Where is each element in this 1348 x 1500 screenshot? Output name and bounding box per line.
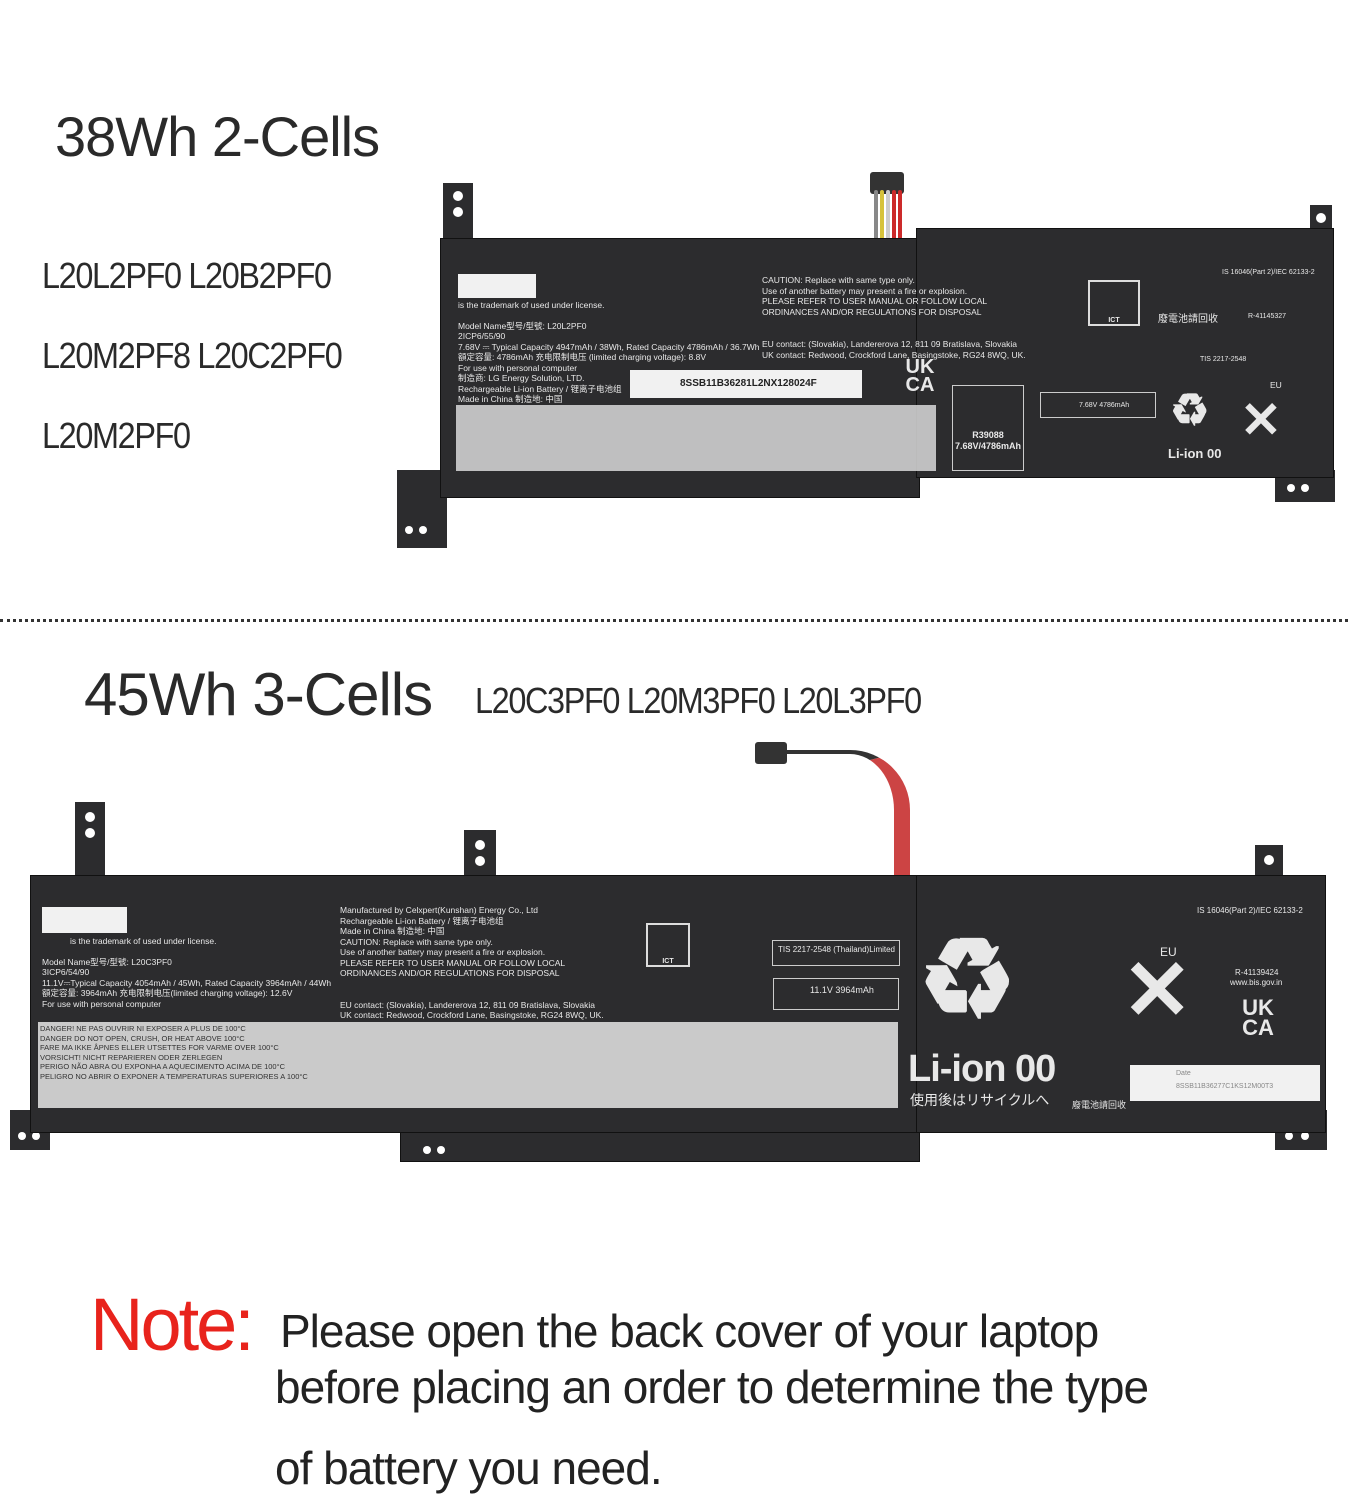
bottom-model-line: L20C3PF0 L20M3PF0 L20L3PF0	[475, 680, 922, 721]
logo-sticker	[458, 274, 536, 298]
eu-mark: EU	[1160, 945, 1177, 959]
ukca-mark: UK CA	[1242, 995, 1274, 1040]
ict-mark: ICT	[646, 923, 690, 967]
label-text: Model Name型号/型號: L20C3PF0	[42, 956, 172, 967]
recycle-cn: 廢電池請回收	[1072, 1100, 1127, 1110]
label-text: CAUTION: Replace with same type only.	[340, 936, 493, 947]
tis-mark: TIS 2217-2548 (Thailand)Limited	[772, 940, 900, 966]
label-text: Rechargeable Li-ion Battery / 锂离子电池组	[340, 915, 504, 926]
label-text: Manufactured by Celxpert(Kunshan) Energy…	[340, 905, 538, 915]
bis-number: R-41145327	[1248, 313, 1287, 320]
label-text: 7.68V ⎓ Typical Capacity 4947mAh / 38Wh,…	[458, 341, 760, 352]
connector	[870, 172, 904, 194]
bottom-title: 45Wh 3-Cells	[84, 661, 433, 728]
label-text: Rechargeable Li-ion Battery / 锂离子电池组	[458, 383, 622, 394]
caution-text: ORDINANCES AND/OR REGULATIONS FOR DISPOS…	[762, 306, 982, 317]
caution-text: UK contact: Redwood, Crockford Lane, Bas…	[762, 349, 1026, 360]
pse-mark: 11.1V 3964mAh	[773, 978, 899, 1010]
label-text: is the trademark of used under license.	[70, 936, 217, 946]
top-title: 38Wh 2-Cells	[55, 105, 380, 168]
top-model-line: L20M2PF8 L20C2PF0	[42, 335, 343, 376]
eu-mark: EU	[1270, 380, 1282, 390]
liion-mark: Li-ion 00	[1168, 446, 1222, 461]
serial-sticker: 8SSB11B36281L2NX128024F	[630, 370, 862, 398]
label-text: 11.1V⎓Typical Capacity 4054mAh / 45Wh, R…	[42, 977, 332, 988]
warning-text: DANGER! NE PAS OUVRIR NI EXPOSER A PLUS …	[40, 1024, 246, 1033]
tis-mark: TIS 2217-2548	[1200, 356, 1247, 363]
bis-number: R-41139424	[1235, 968, 1279, 977]
caution-text: CAUTION: Replace with same type only.	[762, 275, 915, 285]
battery-2cell-image: is the trademark of used under license. …	[0, 0, 1348, 600]
note-line: Please open the back cover of your lapto…	[280, 1305, 1099, 1357]
warning-panel	[38, 1022, 898, 1108]
crossed-bin-icon: ✕	[1240, 392, 1282, 448]
label-text: For use with personal computer	[458, 362, 578, 373]
warning-text: PELIGRO NO ABRIR O EXPONER A TEMPERATURA…	[40, 1071, 308, 1081]
label-text: 2ICP6/55/90	[458, 331, 506, 341]
caution-text: Use of another battery may present a fir…	[762, 285, 968, 296]
label-text: 額定容量: 3964mAh 充电限制电压(limited charging vo…	[42, 988, 293, 998]
caution-text: EU contact: (Slovakia), Landererova 12, …	[762, 339, 1017, 349]
warning-text: FARE MA IKKE ÅPNES ELLER UTSETTES FOR VA…	[40, 1043, 279, 1052]
label-text: For use with personal computer	[42, 998, 162, 1009]
note-line: before placing an order to determine the…	[275, 1361, 1149, 1413]
warning-text: VORSICHT! NICHT REPARIEREN ODER ZERLEGEN	[40, 1052, 223, 1062]
ict-mark: ICT	[1088, 280, 1140, 326]
liion-mark: Li-ion 00	[908, 1048, 1056, 1090]
label-text: 制造商: LG Energy Solution, LTD.	[458, 373, 585, 383]
label-text: Use of another battery may present a fir…	[340, 947, 546, 957]
label-text: UK contact: Redwood, Crockford Lane, Bas…	[340, 1010, 604, 1020]
label-text: Made in China 制造地: 中国	[340, 926, 445, 936]
label-text: 額定容量: 4786mAh 充电限制电压 (limited charging v…	[458, 352, 707, 362]
label-text: 3ICP6/54/90	[42, 967, 90, 977]
recycle-icon: ♻	[918, 918, 1017, 1041]
liion-sub: 使用後はリサイクルへ	[910, 1092, 1050, 1108]
top-model-line: L20M2PF0	[42, 415, 191, 456]
bis-mark: IS 16046(Part 2)/IEC 62133-2	[1197, 906, 1303, 915]
note-label: Note:	[90, 1283, 255, 1366]
battery-3cell-image: is the trademark of used under license. …	[0, 620, 1348, 1200]
recycle-icon: ♻	[1170, 386, 1210, 435]
label-text: ORDINANCES AND/OR REGULATIONS FOR DISPOS…	[340, 968, 560, 978]
bis-url: www.bis.gov.in	[1230, 978, 1283, 987]
warning-text: DANGER DO NOT OPEN, CRUSH, OR HEAT ABOVE…	[40, 1033, 245, 1043]
label-text: EU contact: (Slovakia), Landererova 12, …	[340, 999, 595, 1010]
pse-mark: 7.68V 4786mAh	[1040, 392, 1156, 418]
crossed-bin-icon: ✕	[1122, 943, 1193, 1037]
note-line: of battery you need.	[275, 1442, 663, 1494]
bis-mark: IS 16046(Part 2)/IEC 62133-2	[1222, 269, 1315, 276]
ukca-mark: UK CA	[905, 356, 935, 396]
warning-panel	[456, 405, 936, 471]
section-divider	[0, 619, 1348, 622]
recycle-cn: 廢電池請回收	[1158, 314, 1218, 325]
connector	[755, 742, 787, 764]
top-model-line: L20L2PF0 L20B2PF0	[42, 255, 332, 296]
label-text: PLEASE REFER TO USER MANUAL OR FOLLOW LO…	[340, 957, 566, 968]
label-text: is the trademark of used under license.	[458, 300, 605, 310]
warning-text: PERIGO NÃO ABRA OU EXPONHA A AQUECIMENTO…	[40, 1062, 286, 1071]
logo-sticker	[42, 907, 127, 933]
label-text: Made in China 制造地: 中国	[458, 394, 563, 404]
caution-text: PLEASE REFER TO USER MANUAL OR FOLLOW LO…	[762, 296, 988, 306]
label-text: Model Name型号/型號: L20L2PF0	[458, 320, 587, 331]
